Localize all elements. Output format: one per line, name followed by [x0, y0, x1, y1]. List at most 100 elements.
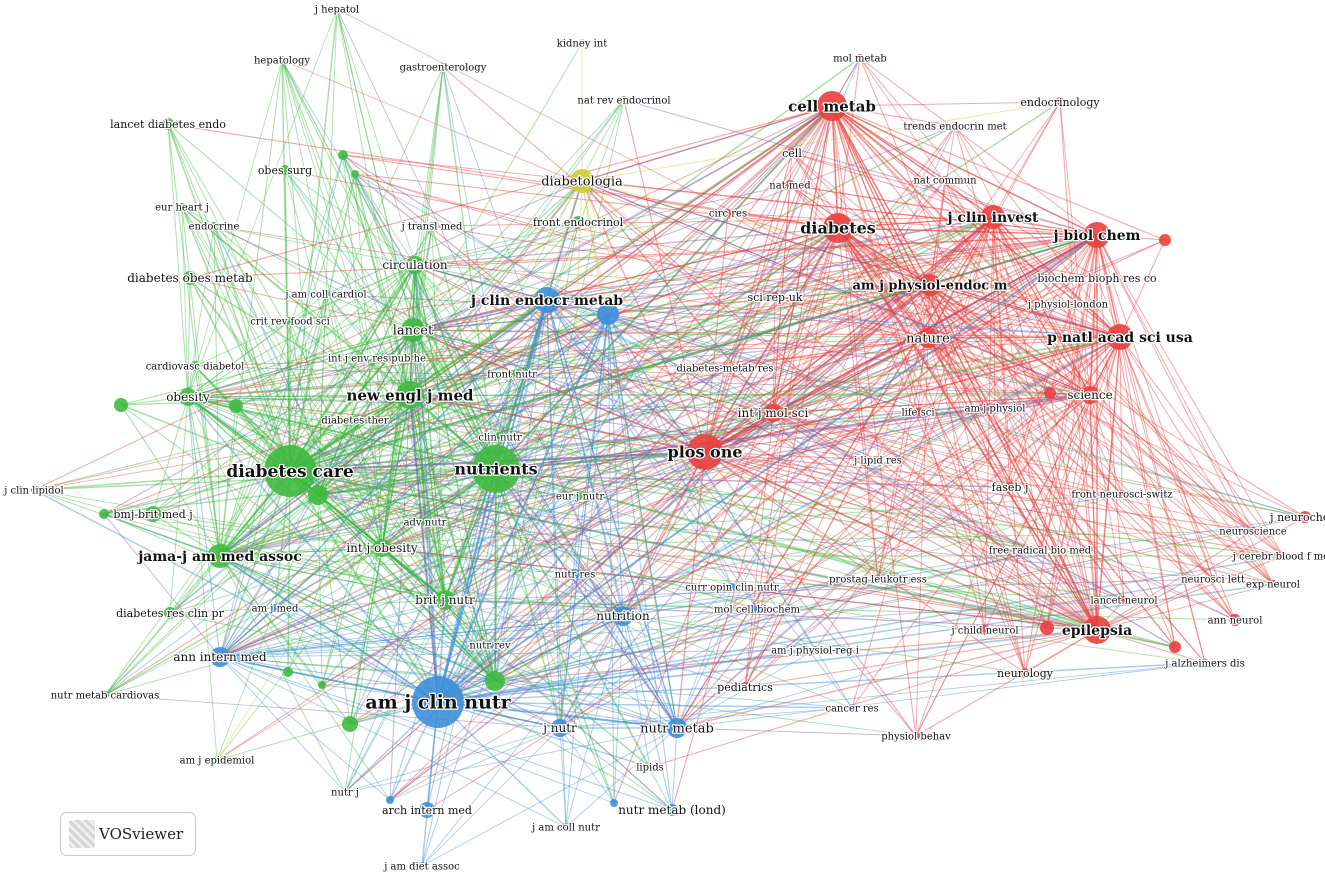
label-plosone[interactable]: plos one	[666, 441, 744, 463]
label-obesity[interactable]: obesity	[165, 389, 211, 406]
node-jclinlipidol[interactable]	[31, 487, 37, 493]
label-nutrients[interactable]: nutrients	[453, 458, 539, 480]
label-jamcollnutr[interactable]: j am coll nutr	[530, 821, 601, 835]
label-expneurol[interactable]: exp neurol	[1245, 578, 1301, 592]
node-advnutr[interactable]	[421, 518, 429, 526]
node-cell[interactable]	[787, 148, 797, 158]
label-lancet[interactable]: lancet	[392, 322, 436, 340]
node-jamcollcardiol[interactable]	[322, 290, 330, 298]
label-lancetdiab[interactable]: lancet diabetes endo	[109, 117, 228, 133]
node-jama[interactable]	[208, 544, 232, 568]
label-jphysiol[interactable]: j physiol-london	[1026, 298, 1110, 312]
label-intjenvres[interactable]: int j env res pub he	[327, 352, 428, 366]
node-cancerres[interactable]	[848, 704, 856, 712]
label-epilepsia[interactable]: epilepsia	[1061, 622, 1134, 641]
label-trends[interactable]: trends endocrin met	[902, 120, 1008, 134]
node-jphysiol[interactable]	[1064, 300, 1072, 308]
node-jbiolchem[interactable]	[1084, 222, 1110, 248]
node-science[interactable]	[1081, 386, 1099, 404]
label-jamcollcardiol[interactable]: j am coll cardiol	[283, 288, 368, 302]
node-extra6[interactable]	[351, 170, 359, 178]
node-fasebj[interactable]	[1005, 482, 1015, 492]
node-neuroscience[interactable]	[1249, 527, 1257, 535]
label-pediatrics[interactable]: pediatrics	[716, 680, 775, 696]
node-natrevendo[interactable]	[620, 96, 628, 104]
label-cellmetab[interactable]: cell metab	[787, 96, 877, 117]
label-biochem[interactable]: biochem bioph res co	[1036, 271, 1158, 287]
label-jbiolchem[interactable]: j biol chem	[1050, 227, 1142, 246]
label-diabetescare[interactable]: diabetes care	[225, 461, 355, 484]
label-annintern[interactable]: ann intern med	[172, 649, 268, 666]
label-frontnutr[interactable]: front nutr	[486, 368, 539, 382]
node-extra13[interactable]	[342, 716, 358, 732]
node-lancet[interactable]	[401, 318, 425, 342]
label-bmj[interactable]: bmj-brit med j	[112, 507, 194, 523]
label-amjclinnutr[interactable]: am j clin nutr	[364, 690, 513, 715]
node-nutrmetab[interactable]	[667, 718, 687, 738]
node-frontnutr[interactable]	[508, 370, 516, 378]
node-extra11[interactable]	[283, 667, 293, 677]
label-obessurg[interactable]: obes surg	[257, 163, 314, 179]
label-neurology[interactable]: neurology	[996, 666, 1055, 682]
node-nutrrev[interactable]	[486, 641, 494, 649]
node-biochem[interactable]	[1093, 274, 1101, 282]
node-jnutr[interactable]	[551, 719, 569, 737]
label-pnas[interactable]: p natl acad sci usa	[1046, 329, 1194, 348]
label-cell[interactable]: cell	[781, 146, 804, 162]
label-physiolbehav[interactable]: physiol behav	[880, 730, 952, 744]
node-intjenvres[interactable]	[373, 354, 381, 362]
node-jlipidres[interactable]	[874, 456, 882, 464]
label-amjphysreg[interactable]: am j physiol-reg i	[770, 644, 860, 658]
label-intjobes[interactable]: int j obesity	[345, 540, 419, 557]
node-pediatrics[interactable]	[740, 682, 750, 692]
node-diabetologia[interactable]	[570, 169, 594, 193]
label-nutrres[interactable]: nutr res	[553, 568, 596, 582]
node-diabether[interactable]	[351, 416, 359, 424]
label-critrevfood[interactable]: crit rev food sci	[249, 315, 331, 329]
label-jnutr[interactable]: j nutr	[540, 720, 578, 737]
label-annneurol[interactable]: ann neurol	[1206, 614, 1263, 628]
node-endocrinology[interactable]	[1055, 97, 1065, 107]
node-clinnutr[interactable]	[495, 432, 505, 442]
node-amjepid[interactable]	[213, 756, 221, 764]
node-amjphysreg[interactable]	[811, 646, 819, 654]
node-gastro[interactable]	[439, 63, 447, 71]
node-archintern[interactable]	[419, 802, 435, 818]
node-blue3[interactable]	[610, 799, 618, 807]
label-jhepatol[interactable]: j hepatol	[313, 3, 361, 17]
node-plosone[interactable]	[687, 434, 723, 470]
node-blue2[interactable]	[386, 796, 394, 804]
node-frontneurosci[interactable]	[1118, 490, 1126, 498]
node-molmetab[interactable]	[856, 54, 864, 62]
label-freeradical[interactable]: free radical bio med	[988, 544, 1093, 558]
node-nutrj[interactable]	[341, 788, 349, 796]
label-curropin[interactable]: curr opin clin nutr	[684, 581, 780, 595]
label-jclinlipidol[interactable]: j clin lipidol	[2, 484, 65, 498]
node-nutrition[interactable]	[613, 606, 633, 626]
node-critrevfood[interactable]	[286, 317, 294, 325]
node-endocrine[interactable]	[210, 222, 218, 230]
label-britjnutr[interactable]: brit j nutr	[414, 592, 476, 609]
node-physiolbehav[interactable]	[912, 732, 920, 740]
node-newengl[interactable]	[396, 381, 424, 409]
node-lipids[interactable]	[646, 763, 654, 771]
label-prostag[interactable]: prostag leukotr ess	[828, 573, 928, 587]
label-amjphysiol[interactable]: am j physiol	[963, 402, 1026, 416]
label-scirep[interactable]: sci rep-uk	[746, 290, 804, 306]
node-amjclinnutr[interactable]	[412, 676, 464, 728]
node-jclininvest[interactable]	[981, 205, 1005, 229]
label-cancerres[interactable]: cancer res	[824, 702, 880, 716]
label-eurheart[interactable]: eur heart j	[154, 201, 210, 215]
node-extra3[interactable]	[1040, 621, 1054, 635]
label-lancetneurol[interactable]: lancet neurol	[1089, 594, 1159, 608]
node-curropin[interactable]	[728, 583, 736, 591]
node-prostag[interactable]	[874, 575, 882, 583]
label-clinnutr[interactable]: clin nutr	[477, 431, 523, 445]
node-jamdiet[interactable]	[418, 862, 426, 870]
node-extra8[interactable]	[229, 399, 243, 413]
node-expneurol[interactable]	[1269, 580, 1277, 588]
node-jamcollnutr[interactable]	[562, 823, 570, 831]
node-hepatology[interactable]	[278, 56, 286, 64]
node-extra5[interactable]	[338, 150, 348, 160]
node-freeradical[interactable]	[1036, 546, 1044, 554]
